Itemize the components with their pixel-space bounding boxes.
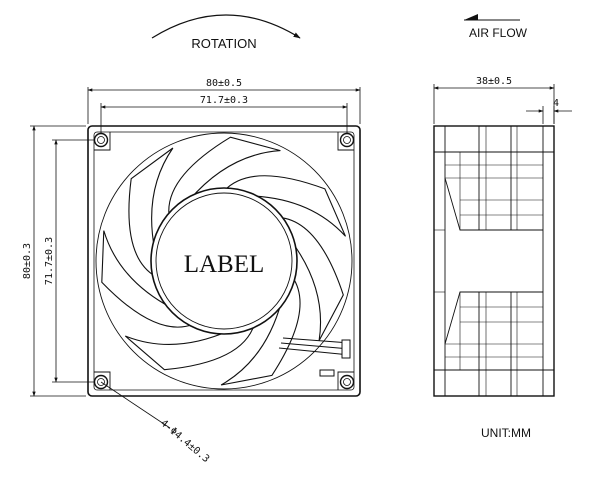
- fan-blade: [128, 147, 174, 278]
- dim-width-holes-label: 71.7±0.3: [200, 95, 248, 106]
- dim-height-holes: [52, 139, 95, 383]
- mounting-hole-tr: [339, 132, 355, 148]
- hole-leader-line: [100, 381, 171, 429]
- fan-blade: [168, 136, 281, 219]
- rotation-arrow: [151, 14, 301, 39]
- fan-frame-outer: [87, 125, 361, 397]
- dim-height-outer: [30, 125, 86, 397]
- dim-height-holes-label: 71.7±0.3: [44, 237, 55, 285]
- fan-frame-inner: [93, 131, 355, 391]
- fan-hub: [155, 192, 293, 330]
- dim-width-outer-label: 80±0.5: [206, 78, 242, 89]
- fan-blade: [222, 175, 347, 237]
- dim-height-outer-label: 80±0.3: [22, 243, 33, 279]
- side-view: [433, 125, 555, 397]
- cable-lead: [278, 337, 351, 377]
- dim-depth-label: 38±0.5: [476, 76, 512, 87]
- fan-blade: [220, 275, 301, 386]
- fan-blades: [101, 136, 347, 386]
- rotation-label: ROTATION: [191, 36, 256, 51]
- airflow-arrow: [464, 14, 520, 21]
- fan-blade: [101, 230, 195, 328]
- hub-label: LABEL: [184, 251, 265, 278]
- venturi-ring: [95, 132, 353, 390]
- mounting-hole-br: [339, 374, 355, 390]
- hole-callout-label: 4-Φ4.4±0.3: [158, 418, 211, 465]
- front-view: LABEL: [87, 125, 361, 397]
- dim-width-outer: [87, 87, 361, 124]
- unit-label: UNIT:MM: [481, 426, 531, 440]
- mounting-hole-tl: [93, 132, 109, 148]
- dim-flange-label: 4: [553, 98, 559, 109]
- side-outline: [433, 125, 555, 397]
- airflow-label: AIR FLOW: [469, 26, 528, 40]
- dim-flange: [526, 106, 572, 124]
- fan-blade: [124, 323, 256, 371]
- dim-width-holes: [100, 103, 348, 134]
- dim-depth: [433, 84, 555, 124]
